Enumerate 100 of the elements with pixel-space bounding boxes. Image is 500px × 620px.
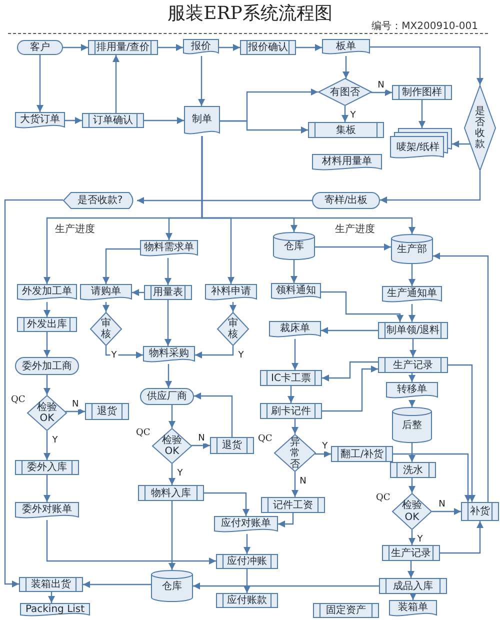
process-box — [138, 485, 204, 501]
document-shape — [389, 600, 437, 618]
arrow — [408, 264, 416, 286]
arrow — [244, 569, 250, 593]
arrow — [36, 55, 44, 112]
note-label: 编号：MX200910-001 — [372, 20, 478, 33]
node-label: 审核 — [101, 318, 111, 340]
process-box — [261, 497, 325, 513]
process-box — [216, 554, 278, 569]
process-box — [17, 317, 77, 332]
terminator-shape — [15, 357, 79, 375]
arrow — [408, 304, 416, 322]
document-shape — [15, 502, 79, 520]
arrow — [321, 327, 378, 334]
decision-diamond — [464, 85, 496, 171]
document-shape — [143, 346, 195, 364]
arrow — [48, 592, 55, 603]
arrow — [193, 582, 379, 590]
node-label: 排用量/查价 — [96, 42, 150, 53]
edge-label: N — [376, 81, 386, 90]
note-label: 生产进度 — [335, 222, 375, 236]
node-label: 检验OK — [36, 402, 58, 424]
qc-label: QC — [136, 428, 150, 438]
node-label: 成品入库 — [393, 580, 433, 592]
node-label: 是否收款 — [475, 106, 485, 150]
process-box — [313, 603, 379, 618]
document-shape — [386, 382, 438, 400]
node-label: 生产通知单 — [387, 288, 437, 299]
note-label: 生产进度 — [55, 222, 95, 236]
arrow — [201, 136, 416, 234]
decision-diamond — [274, 434, 316, 472]
multi-document-shape — [390, 128, 452, 160]
process-box — [260, 370, 322, 386]
process-box — [15, 460, 79, 475]
node-label: 固定资产 — [326, 605, 366, 616]
node-label: 异常否 — [290, 436, 300, 470]
database-cylinder — [392, 407, 432, 443]
node-label: 生产记录 — [393, 360, 433, 370]
arrow — [408, 530, 416, 545]
document-shape — [269, 321, 321, 339]
node-label: 应付冲账 — [227, 556, 267, 567]
arrow — [370, 46, 484, 85]
terminator-shape — [17, 40, 63, 55]
arrow — [290, 260, 298, 283]
database-cylinder — [151, 570, 193, 602]
node-label: 报价 — [191, 40, 211, 52]
node-label: 退货 — [97, 406, 117, 417]
process-box — [308, 122, 384, 138]
edge-label: Y — [51, 436, 59, 446]
node-label: 生产记录 — [391, 548, 431, 558]
process-box — [392, 85, 452, 100]
process-box — [461, 502, 499, 521]
arrow — [230, 302, 236, 312]
database-cylinder — [391, 234, 433, 264]
node-label: 请购单 — [91, 286, 121, 297]
process-box — [379, 578, 447, 594]
arrow — [46, 520, 216, 564]
decision-diamond — [392, 493, 432, 530]
arrow — [342, 106, 348, 122]
qc-label: QC — [258, 434, 272, 444]
arrow — [292, 472, 298, 497]
edge-label: N — [298, 478, 308, 486]
arrow — [164, 300, 172, 346]
process-box — [144, 285, 192, 300]
arrow — [220, 120, 308, 134]
arrow — [408, 443, 416, 462]
node-label: 检验OK — [402, 500, 422, 523]
arrow — [44, 302, 50, 317]
node-label: 后整 — [402, 420, 422, 430]
arrow — [204, 492, 250, 516]
terminator-shape — [312, 192, 380, 209]
document-shape — [184, 106, 220, 136]
node-label: 制单 — [192, 114, 212, 125]
edge-label: Y — [416, 536, 424, 544]
node-label: 领料通知 — [276, 285, 316, 296]
arrow — [191, 442, 210, 449]
node-label: 委外对账单 — [22, 504, 72, 515]
node-label: 洗水 — [403, 464, 423, 476]
node-label: 物料需求单 — [144, 242, 194, 253]
node-label: 板单 — [336, 40, 356, 52]
node-label: 审核 — [228, 318, 238, 340]
document-shape — [140, 240, 198, 258]
arrow — [410, 339, 416, 357]
arrow — [314, 450, 331, 458]
decision-diamond — [152, 428, 192, 464]
arrow — [408, 373, 416, 382]
arrow — [440, 521, 484, 554]
arrow — [4, 199, 63, 588]
arrow — [315, 244, 391, 250]
node-label: 物料采购 — [149, 348, 189, 359]
terminator-shape — [140, 388, 194, 405]
arrow — [418, 100, 426, 128]
node-label: Packing List — [25, 604, 85, 614]
arrow — [278, 513, 294, 528]
node-label: 客户 — [30, 42, 50, 53]
node-label: 记件工资 — [273, 500, 313, 510]
process-box — [82, 113, 144, 128]
node-label: 大货订单 — [20, 114, 60, 125]
process-box — [378, 357, 448, 373]
document-shape — [205, 284, 257, 302]
